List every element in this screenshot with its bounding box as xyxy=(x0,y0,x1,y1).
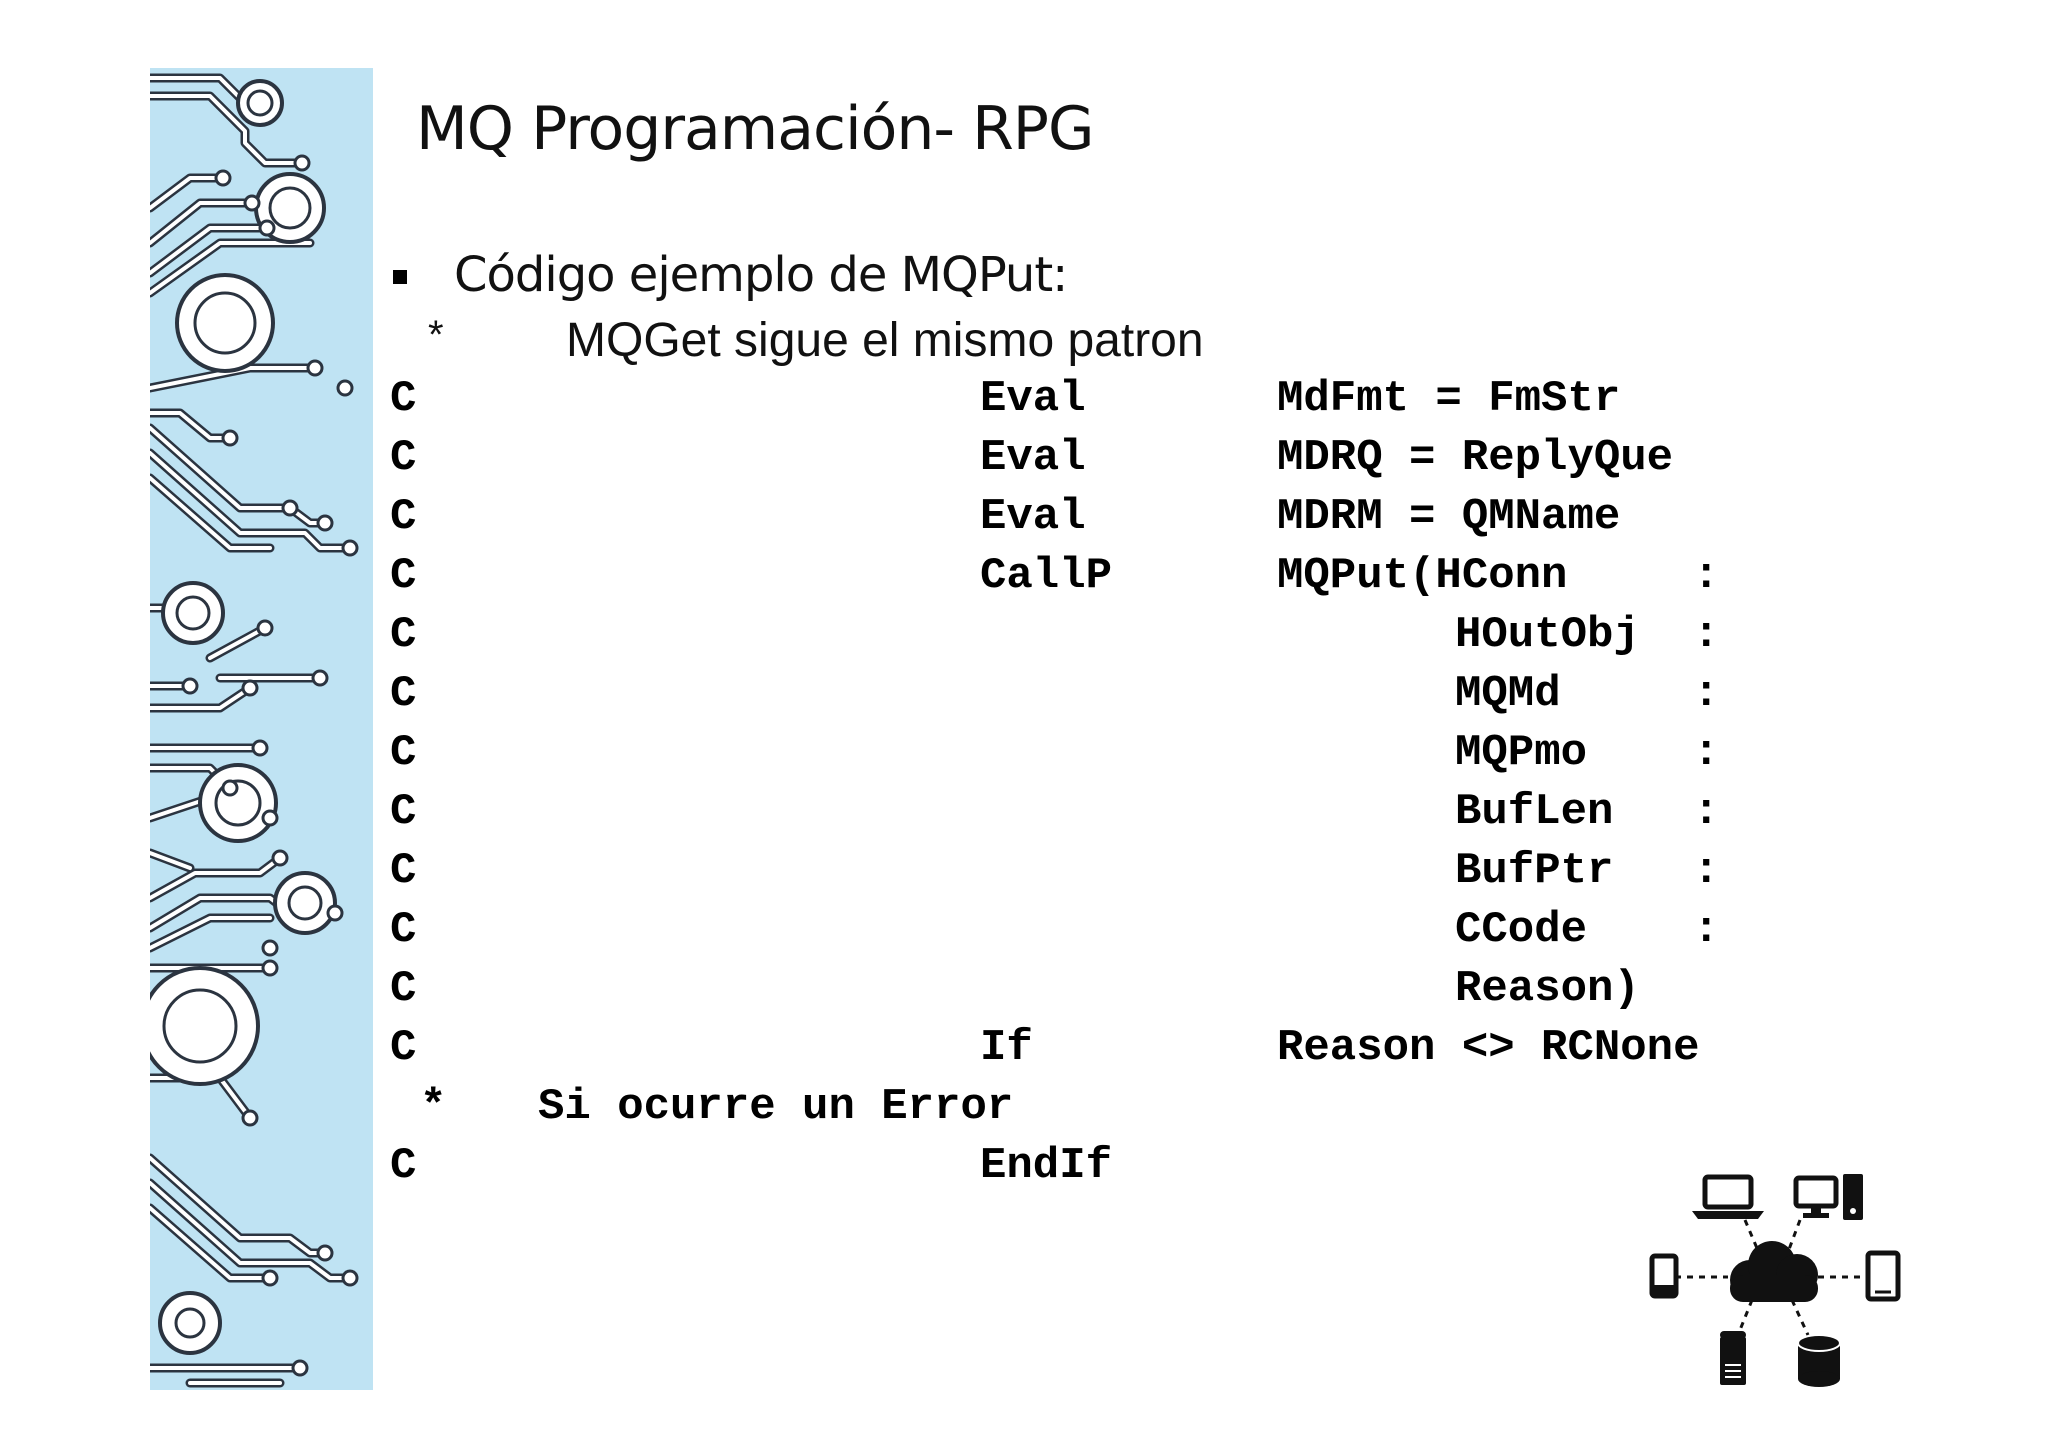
code-col-c: C xyxy=(390,846,417,896)
slide-title: MQ Programación- RPG xyxy=(416,94,1094,164)
code-col-c: C xyxy=(390,669,417,719)
code-col-c: C xyxy=(390,728,417,778)
code-col-c: C xyxy=(390,1023,417,1073)
code-col-c: C xyxy=(390,551,417,601)
code-opcode: Eval xyxy=(980,433,1086,483)
code-separator: : xyxy=(1693,905,1720,955)
code-separator: : xyxy=(1693,846,1720,896)
code-opcode: Eval xyxy=(980,374,1086,424)
code-param: MQPmo xyxy=(1455,728,1588,778)
code-col-c: C xyxy=(390,610,417,660)
code-param: HOutObj xyxy=(1455,610,1640,660)
code-param: MQMd xyxy=(1455,669,1561,719)
code-param: CCode xyxy=(1455,905,1588,955)
circuit-board-decoration xyxy=(150,68,373,1390)
code-comment-marker: * xyxy=(420,1082,447,1132)
code-col-c: C xyxy=(390,1141,417,1191)
code-col-c: C xyxy=(390,374,417,424)
code-separator: : xyxy=(1693,787,1720,837)
code-argument: MdFmt = FmStr xyxy=(1277,374,1621,424)
code-col-c: C xyxy=(390,492,417,542)
code-param: Reason) xyxy=(1455,964,1640,1014)
code-opcode: EndIf xyxy=(980,1141,1113,1191)
code-comment: Si ocurre un Error xyxy=(538,1082,1014,1132)
code-opcode: Eval xyxy=(980,492,1086,542)
code-col-c: C xyxy=(390,905,417,955)
bullet-square-icon xyxy=(393,270,407,284)
code-param: BufPtr xyxy=(1455,846,1614,896)
note-marker: * xyxy=(428,313,444,357)
code-separator: : xyxy=(1693,669,1720,719)
cloud-network-devices-icon xyxy=(1640,1165,1910,1387)
code-col-c: C xyxy=(390,964,417,1014)
code-separator: : xyxy=(1693,610,1720,660)
code-param: BufLen xyxy=(1455,787,1614,837)
code-separator: : xyxy=(1693,728,1720,778)
code-argument: MDRQ = ReplyQue xyxy=(1277,433,1674,483)
code-opcode: If xyxy=(980,1023,1033,1073)
note-text: MQGet sigue el mismo patron xyxy=(566,314,1204,367)
code-argument: Reason <> RCNone xyxy=(1277,1023,1700,1073)
bullet-text: Código ejemplo de MQPut: xyxy=(454,247,1068,303)
code-separator: : xyxy=(1693,551,1720,601)
code-argument: MDRM = QMName xyxy=(1277,492,1621,542)
code-opcode: CallP xyxy=(980,551,1113,601)
code-argument: MQPut(HConn xyxy=(1277,551,1568,601)
code-col-c: C xyxy=(390,787,417,837)
code-col-c: C xyxy=(390,433,417,483)
